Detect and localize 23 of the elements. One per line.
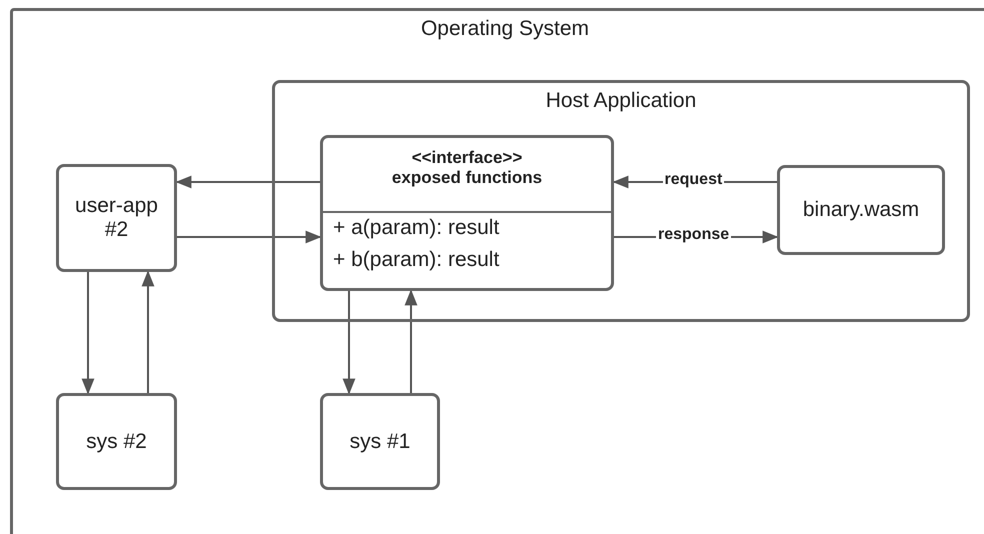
node-label: sys #2 — [85, 430, 148, 454]
process-box — [56, 393, 177, 490]
node-label: sys #1 — [348, 430, 412, 454]
node-label: binary.wasm — [802, 198, 920, 222]
class-heading: <<interface>> exposed functions — [390, 148, 544, 188]
system-boundary-box — [10, 8, 984, 534]
edge-label: request — [662, 171, 724, 189]
arrow — [342, 291, 356, 395]
container-title: Host Application — [544, 89, 698, 113]
module-box — [777, 165, 945, 255]
process-box — [320, 393, 440, 490]
method-signature: + a(param): result — [332, 216, 500, 240]
arrow — [82, 272, 94, 395]
arrow — [177, 230, 322, 244]
arrow — [404, 289, 418, 393]
container-title: Operating System — [420, 17, 590, 41]
application-container-box — [272, 80, 970, 322]
arrow — [175, 176, 320, 188]
process-box — [56, 164, 177, 272]
interface-class-box — [320, 135, 614, 291]
method-signature: + b(param): result — [332, 248, 500, 272]
arrow — [142, 270, 154, 393]
node-label: user-app #2 — [74, 194, 159, 242]
